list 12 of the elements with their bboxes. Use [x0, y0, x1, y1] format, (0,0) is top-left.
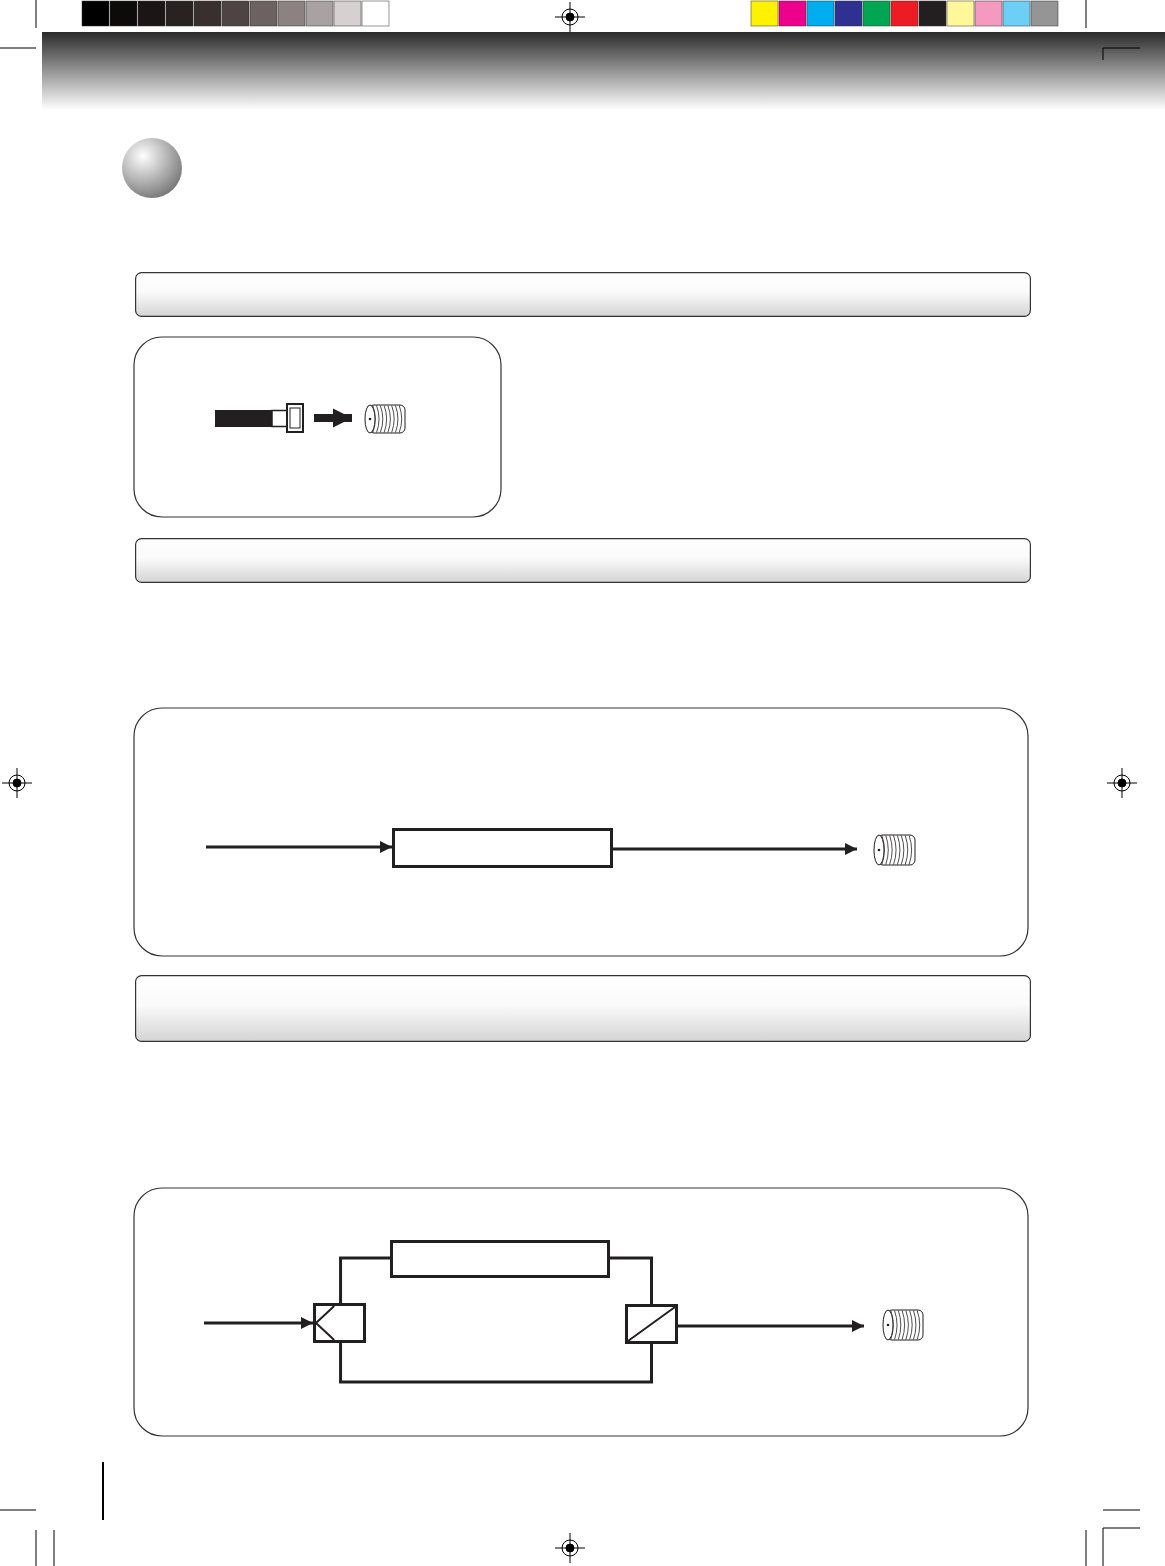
connector-arrow	[204, 1317, 313, 1329]
connector-arrow	[206, 841, 392, 853]
connector-arrow	[613, 843, 857, 855]
heading-band	[135, 975, 1031, 1042]
splitter-box	[313, 1303, 366, 1343]
combiner-box	[625, 1304, 678, 1344]
component-box	[392, 828, 613, 868]
cable-plug-drawing	[215, 403, 304, 433]
component-box	[390, 1240, 610, 1278]
connector-arrow	[678, 1320, 864, 1332]
heading-band	[135, 272, 1031, 317]
heading-band	[135, 538, 1031, 583]
